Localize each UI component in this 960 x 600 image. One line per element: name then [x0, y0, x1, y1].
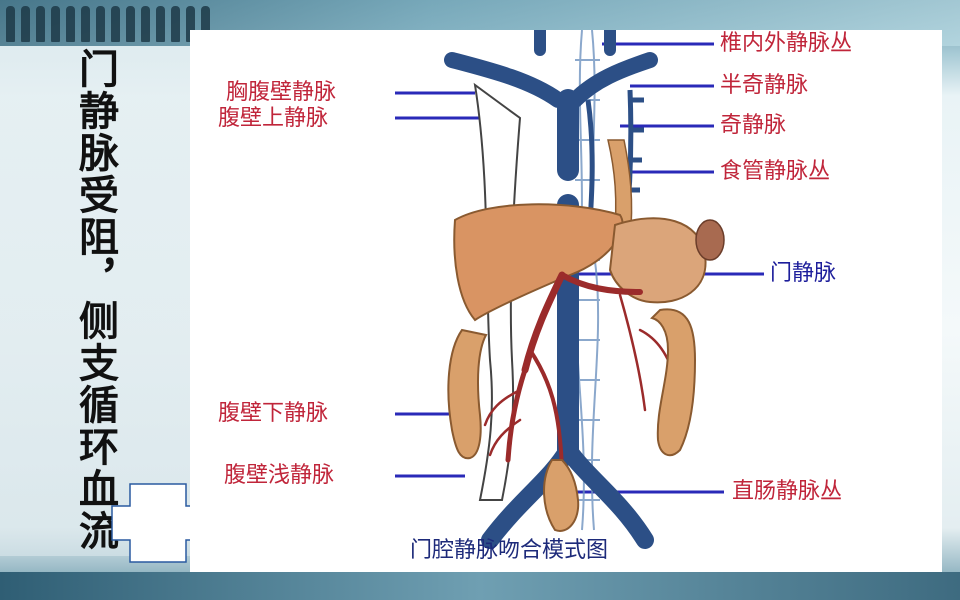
label-superior-epigastric-vein: 腹壁上静脉 [218, 106, 329, 131]
cross-decoration [111, 483, 207, 563]
people-silhouettes [6, 6, 266, 46]
label-superficial-epigastric-vein: 腹壁浅静脉 [224, 463, 335, 488]
diagram-panel: 胸腹壁静脉 腹壁上静脉 腹壁下静脉 腹壁浅静脉 椎内外静脉丛 半奇静脉 奇静脉 … [190, 30, 942, 572]
diagram-caption: 门腔静脉吻合模式图 [410, 538, 609, 563]
left-strip [0, 46, 190, 556]
label-portal-vein: 门静脉 [770, 261, 837, 286]
label-hemiazygos-vein: 半奇静脉 [720, 73, 809, 98]
label-vertebral-venous-plexus: 椎内外静脉丛 [720, 31, 853, 56]
label-thoracoepigastric-vein: 胸腹壁静脉 [226, 80, 337, 105]
label-inferior-epigastric-vein: 腹壁下静脉 [218, 401, 329, 426]
slide-title: 门静脉受阻，侧支循环血流 [72, 48, 118, 552]
label-esophageal-venous-plexus: 食管静脉丛 [720, 159, 831, 184]
label-azygos-vein: 奇静脉 [720, 113, 787, 138]
portal-caval-anastomosis-diagram [395, 30, 764, 549]
label-rectal-venous-plexus: 直肠静脉丛 [732, 479, 843, 504]
footer-band [0, 572, 960, 600]
